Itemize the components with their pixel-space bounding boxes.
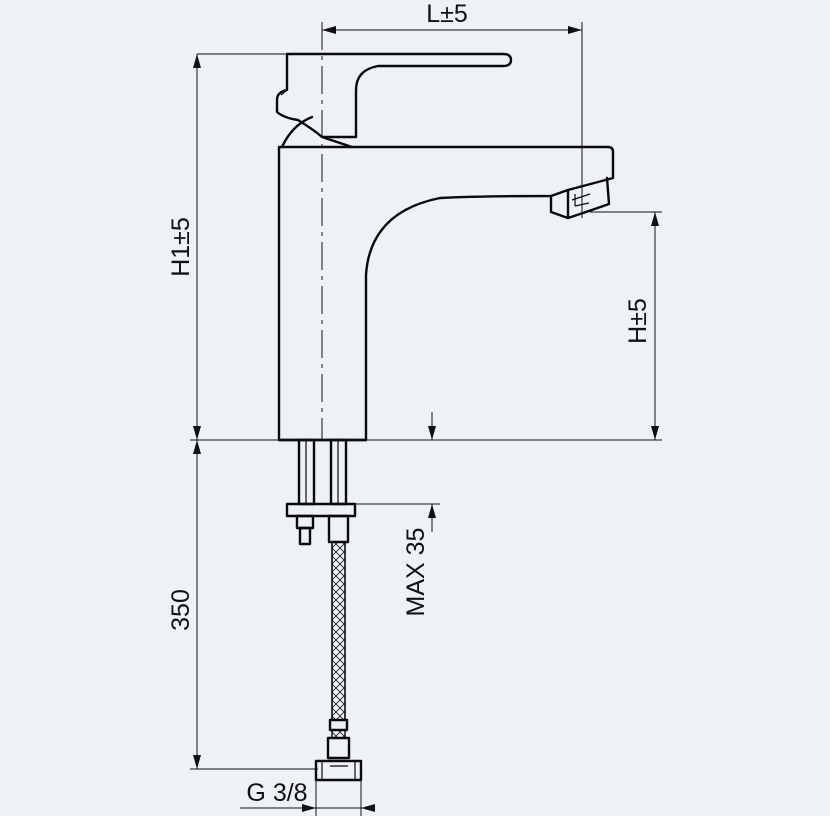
dimension-body-height: H1±5 — [167, 53, 287, 440]
body-height-label: H1±5 — [167, 217, 195, 277]
dimension-length: L±5 — [322, 0, 583, 218]
dimension-max-thickness: MAX 35 — [355, 412, 440, 616]
dimension-connection: G 3/8 — [240, 779, 375, 816]
dimension-hose-length: 350 — [167, 440, 318, 770]
length-label: L±5 — [426, 0, 468, 28]
hose-length-label: 350 — [167, 589, 195, 631]
faucet-body — [275, 52, 615, 442]
spout-height-label: H±5 — [624, 298, 652, 344]
flexible-hose — [314, 541, 363, 782]
max-thickness-label: MAX 35 — [402, 528, 430, 617]
connection-label: G 3/8 — [246, 779, 307, 807]
mounting-assembly — [277, 438, 368, 546]
dimension-spout-height: H±5 — [590, 211, 662, 440]
